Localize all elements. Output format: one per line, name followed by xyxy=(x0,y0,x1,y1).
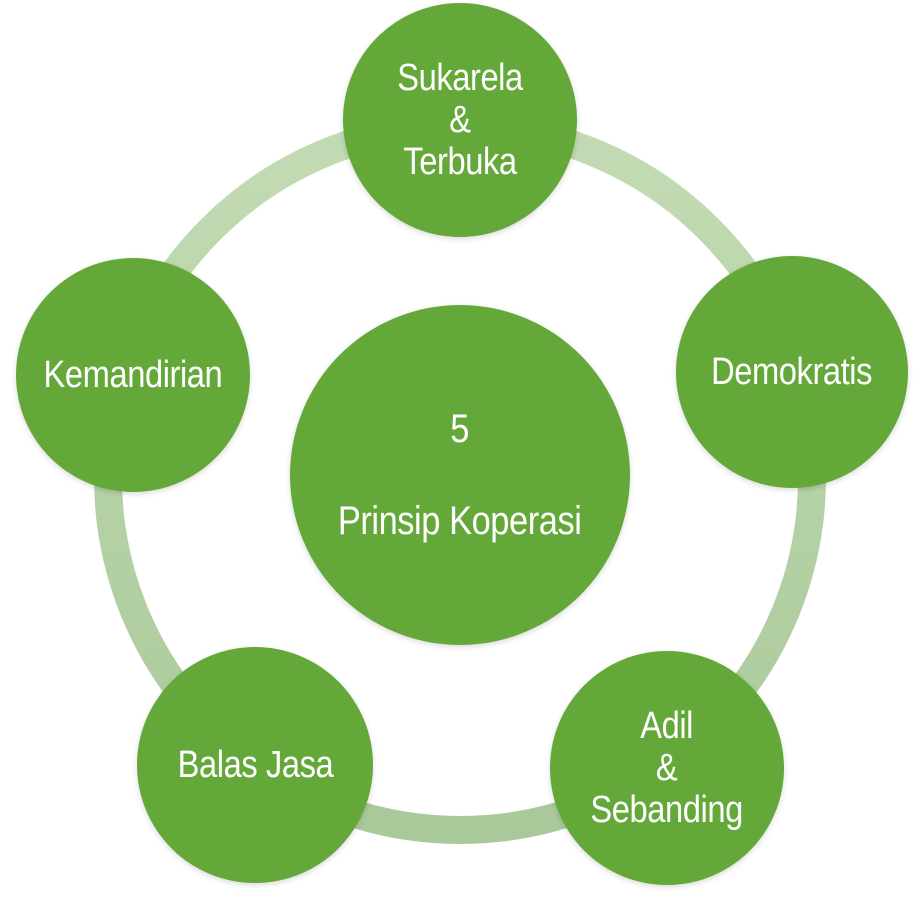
center-title: Prinsip Koperasi xyxy=(338,499,582,543)
principle-balas-jasa: Balas Jasa xyxy=(137,647,373,883)
principle-label: Kemandirian xyxy=(43,354,223,396)
principle-label: Demokratis xyxy=(711,351,873,393)
principle-label: Adil & Sebanding xyxy=(590,705,744,831)
center-node: 5 Prinsip Koperasi xyxy=(290,305,630,645)
principle-kemandirian: Kemandirian xyxy=(16,258,250,492)
principle-label: Sukarela & Terbuka xyxy=(397,57,523,183)
principle-sukarela-terbuka: Sukarela & Terbuka xyxy=(343,3,577,237)
principle-label: Balas Jasa xyxy=(177,744,333,786)
principle-adil-sebanding: Adil & Sebanding xyxy=(550,651,784,885)
principle-demokratis: Demokratis xyxy=(676,256,908,488)
center-number: 5 xyxy=(450,407,470,451)
